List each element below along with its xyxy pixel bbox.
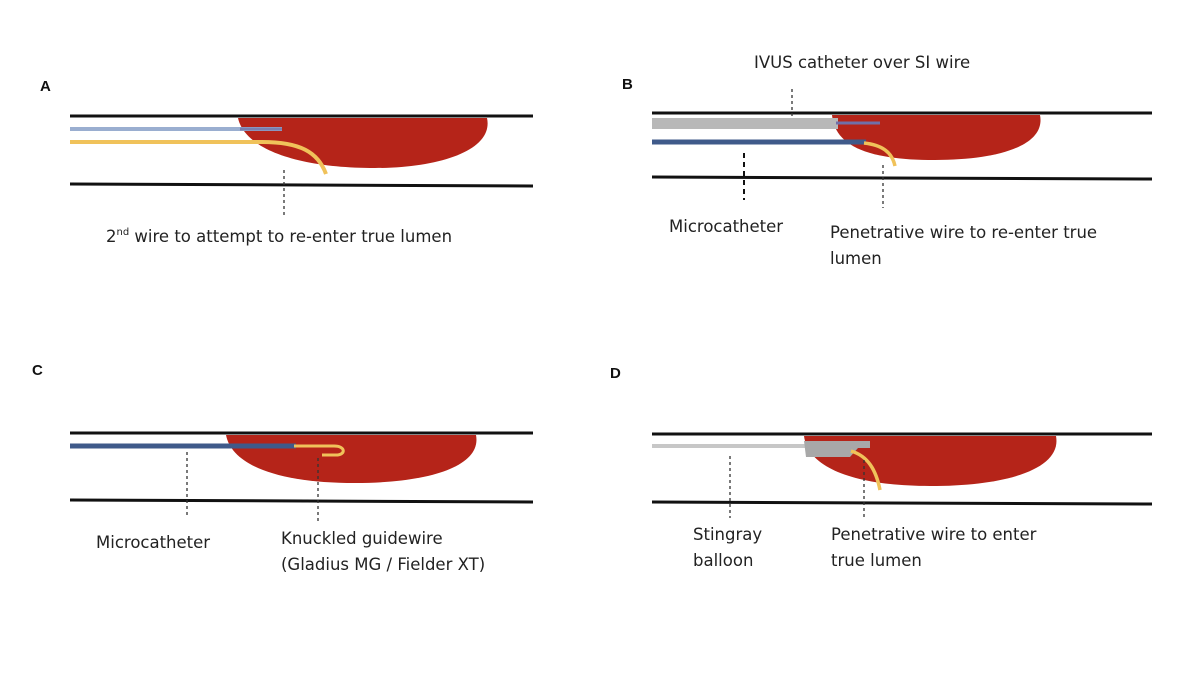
penetrative-wire-label: Penetrative wire to re-enter true lumen <box>830 220 1097 272</box>
stingray-balloon-label-line2: balloon <box>693 551 754 570</box>
penetrative-wire-label-line1: Penetrative wire to re-enter true <box>830 223 1098 242</box>
panel-b-letter: B <box>622 76 633 93</box>
occlusion-plaque <box>238 118 488 168</box>
stingray-balloon-label-line1: Stingray <box>693 525 763 544</box>
penetrative-wire-label-line1: Penetrative wire to enter <box>831 525 1037 544</box>
panel-a-letter: A <box>40 78 51 95</box>
occlusion-plaque <box>226 435 477 483</box>
penetrative-wire <box>850 449 882 491</box>
panel-c <box>69 431 534 524</box>
second-wire-label-text: wire to attempt to re-enter true lumen <box>129 227 453 246</box>
knuckled-guidewire <box>294 444 345 457</box>
second-wire-label-suffix: nd <box>116 227 130 238</box>
knuckled-guidewire-label-line1: Knuckled guidewire <box>281 529 443 548</box>
penetrative-wire-label-line2: true lumen <box>831 551 922 570</box>
panel-d <box>651 432 1153 518</box>
microcatheter-label: Microcatheter <box>96 533 211 552</box>
stingray-balloon-label: Stingray balloon <box>693 522 762 574</box>
panel-a <box>69 114 534 215</box>
second-wire-label-ordinal: 2 <box>106 227 117 246</box>
knuckled-guidewire-label: Knuckled guidewire (Gladius MG / Fielder… <box>281 526 485 578</box>
second-wire <box>70 140 328 175</box>
panel-d-letter: D <box>610 365 621 382</box>
panel-c-letter: C <box>32 362 43 379</box>
panel-b <box>651 89 1153 208</box>
microcatheter-label: Microcatheter <box>669 217 784 236</box>
ivus-catheter-label: IVUS catheter over SI wire <box>754 53 971 72</box>
vessel-wall-bottom <box>69 182 534 188</box>
vessel-wall-bottom <box>69 498 534 504</box>
knuckled-guidewire-label-line2: (Gladius MG / Fielder XT) <box>281 555 486 574</box>
second-wire-label: 2nd wire to attempt to re-enter true lum… <box>106 224 452 250</box>
penetrative-wire <box>863 141 897 167</box>
vessel-wall-bottom <box>651 175 1153 181</box>
penetrative-wire-label: Penetrative wire to enter true lumen <box>831 522 1036 574</box>
ivus-catheter <box>652 118 838 129</box>
vessel-wall-bottom <box>651 500 1153 506</box>
penetrative-wire-label-line2: lumen <box>830 249 882 268</box>
occlusion-plaque <box>804 436 1057 486</box>
